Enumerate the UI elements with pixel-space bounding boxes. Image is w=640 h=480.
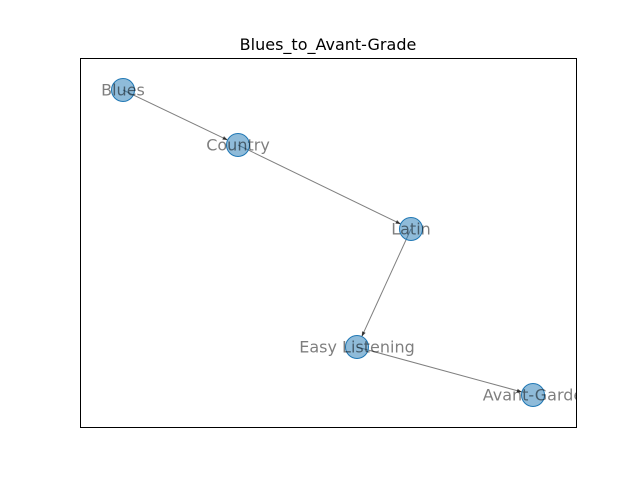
node-blues bbox=[111, 78, 135, 102]
edge-latin-to-easy bbox=[361, 228, 412, 337]
node-latin bbox=[399, 217, 423, 241]
node-label-latin: Latin bbox=[391, 220, 431, 239]
node-avant bbox=[521, 383, 545, 407]
node-easy bbox=[345, 335, 369, 359]
node-label-easy: Easy Listening bbox=[299, 338, 415, 357]
plot-frame bbox=[80, 58, 577, 428]
node-label-blues: Blues bbox=[101, 81, 145, 100]
edge-easy-to-avant bbox=[356, 346, 523, 393]
node-label-avant: Avant-Garde bbox=[483, 386, 584, 405]
edges-layer bbox=[122, 89, 523, 393]
node-label-country: Country bbox=[206, 136, 270, 155]
edge-country-to-latin bbox=[237, 144, 401, 225]
diagram-title: Blues_to_Avant-Grade bbox=[240, 35, 417, 55]
nodes-layer bbox=[111, 78, 545, 407]
edge-blues-to-country bbox=[122, 89, 228, 141]
node-country bbox=[226, 133, 250, 157]
